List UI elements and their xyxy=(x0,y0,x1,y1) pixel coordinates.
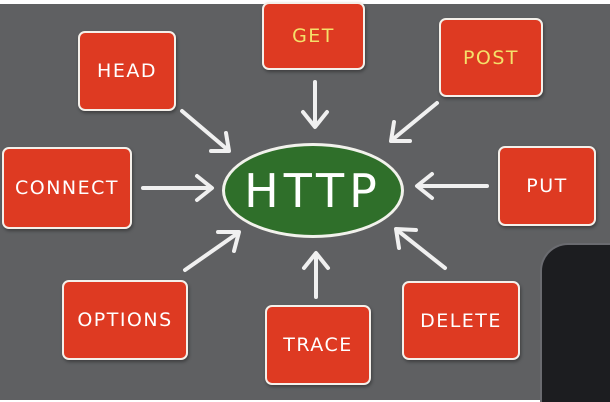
node-head-label: HEAD xyxy=(97,60,157,82)
hub-label: HTTP xyxy=(244,163,382,218)
http-hub: HTTP xyxy=(222,143,404,238)
node-get-label: GET xyxy=(292,25,335,47)
dark-device-corner xyxy=(540,243,610,402)
node-trace: TRACE xyxy=(265,305,371,385)
arrow-post-to-hub xyxy=(389,101,439,143)
arrow-connect-to-hub xyxy=(141,174,214,202)
node-options-label: OPTIONS xyxy=(77,309,173,331)
arrow-options-to-hub xyxy=(183,230,241,272)
node-post: POST xyxy=(439,18,543,97)
arrow-put-to-hub xyxy=(415,172,489,200)
node-put: PUT xyxy=(498,146,596,226)
arrow-trace-to-hub xyxy=(302,251,330,299)
node-delete-label: DELETE xyxy=(420,309,502,332)
node-get: GET xyxy=(262,2,365,70)
arrow-get-to-hub xyxy=(301,80,329,129)
node-trace-label: TRACE xyxy=(283,334,353,356)
node-connect: CONNECT xyxy=(2,147,132,229)
node-put-label: PUT xyxy=(526,175,568,197)
arrow-delete-to-hub xyxy=(394,227,447,270)
node-head: HEAD xyxy=(78,31,176,111)
node-connect-label: CONNECT xyxy=(14,177,120,199)
node-post-label: POST xyxy=(462,46,520,69)
arrow-head-to-hub xyxy=(180,109,231,153)
node-options: OPTIONS xyxy=(62,280,188,360)
node-delete: DELETE xyxy=(402,281,520,360)
